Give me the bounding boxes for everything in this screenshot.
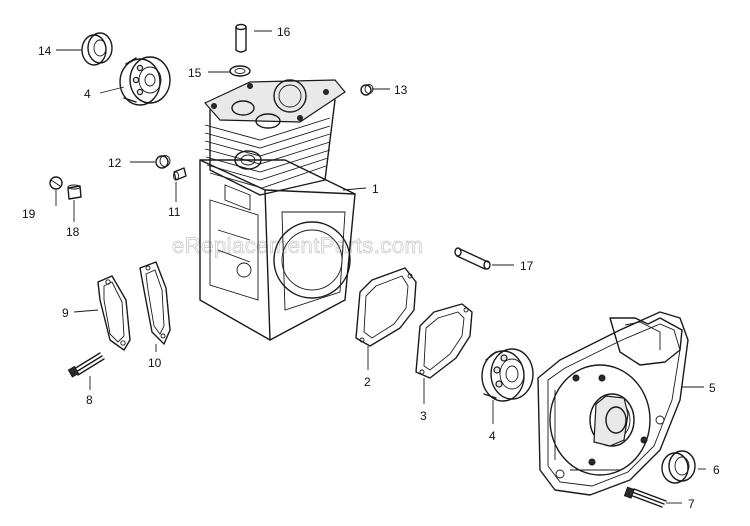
- breather-cover-part-9[interactable]: [97, 275, 131, 351]
- ball-bearing-lower[interactable]: [481, 348, 534, 402]
- gasket-part-3[interactable]: [415, 303, 473, 379]
- pin-part-17[interactable]: [454, 247, 491, 270]
- closure-plate-part[interactable]: [537, 311, 689, 496]
- pin-part-16[interactable]: [235, 23, 247, 53]
- crankcase-cylinder-part[interactable]: [199, 79, 356, 341]
- callout-1: 1: [372, 182, 379, 196]
- breather-gasket-part-10[interactable]: [139, 261, 171, 345]
- gasket-part-2[interactable]: [355, 267, 417, 347]
- oil-seal-lower[interactable]: [661, 450, 696, 484]
- callout-5: 5: [709, 381, 716, 395]
- callout-14: 14: [38, 44, 52, 58]
- callout-12: 12: [108, 156, 122, 170]
- callout-19: 19: [22, 207, 36, 221]
- callout-11: 11: [168, 205, 181, 219]
- screw-part-8[interactable]: [67, 352, 105, 378]
- leader-lines: [55, 30, 706, 504]
- oil-seal-upper[interactable]: [81, 32, 113, 66]
- callout-16: 16: [277, 25, 291, 39]
- callout-7: 7: [688, 497, 695, 511]
- callout-6: 6: [713, 463, 720, 477]
- callout-4-upper: 4: [84, 87, 91, 101]
- plug-part-12[interactable]: [155, 155, 171, 169]
- cap-part-19[interactable]: [49, 176, 63, 190]
- callout-8: 8: [86, 393, 93, 407]
- callout-3: 3: [420, 409, 427, 423]
- callout-13: 13: [394, 83, 408, 97]
- callout-10: 10: [148, 356, 162, 370]
- callout-labels: 1 2 3 4 4 5 6 7 8 9 10 11 12 13 14 15 16…: [22, 25, 720, 511]
- callout-15: 15: [188, 66, 202, 80]
- ball-bearing-upper[interactable]: [119, 56, 171, 106]
- washer-part-15[interactable]: [229, 65, 251, 77]
- watermark: eReplacementParts.com: [172, 233, 423, 258]
- plug-part-13[interactable]: [360, 84, 374, 96]
- callout-4-lower: 4: [489, 429, 496, 443]
- screw-part-7[interactable]: [623, 486, 667, 508]
- callout-18: 18: [66, 225, 80, 239]
- bushing-part-18[interactable]: [67, 184, 82, 200]
- dowel-pin-part-11[interactable]: [173, 167, 187, 181]
- callout-9: 9: [62, 306, 69, 320]
- callout-2: 2: [364, 375, 371, 389]
- callout-17: 17: [520, 259, 534, 273]
